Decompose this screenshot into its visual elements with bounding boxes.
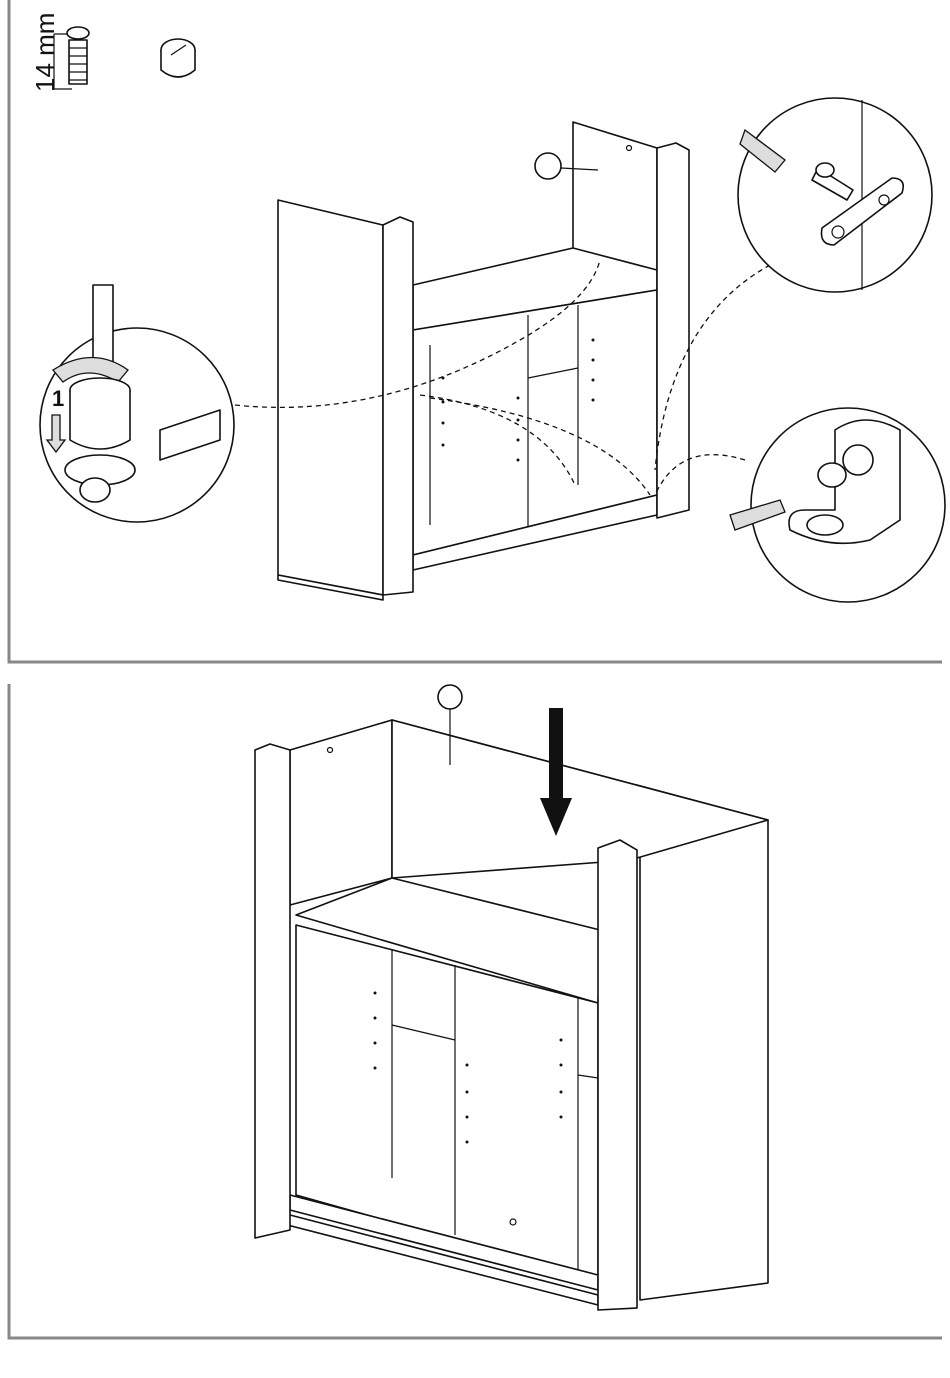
step2-frame [7, 684, 942, 1340]
cam-lock-icon [160, 38, 196, 78]
screwdriver-icon [729, 499, 786, 531]
part-callout-circle [534, 152, 562, 180]
insert-arrow-icon [540, 708, 572, 836]
rotate-arrow-icon [52, 356, 129, 383]
step-number: 1 [52, 386, 65, 411]
step2-cabinet [254, 684, 769, 1311]
screwdriver-icon [739, 128, 786, 173]
step1-cabinet [277, 121, 690, 601]
detail-bracket-bottom [729, 407, 946, 603]
part-callout-circle [437, 684, 463, 710]
down-arrow-icon [45, 414, 67, 454]
screw-icon [53, 26, 90, 90]
screw-length-label: 14 mm [30, 12, 60, 92]
detail-bracket-top [737, 97, 933, 293]
step1-frame [7, 0, 942, 664]
detail-cam-lock [39, 284, 235, 523]
